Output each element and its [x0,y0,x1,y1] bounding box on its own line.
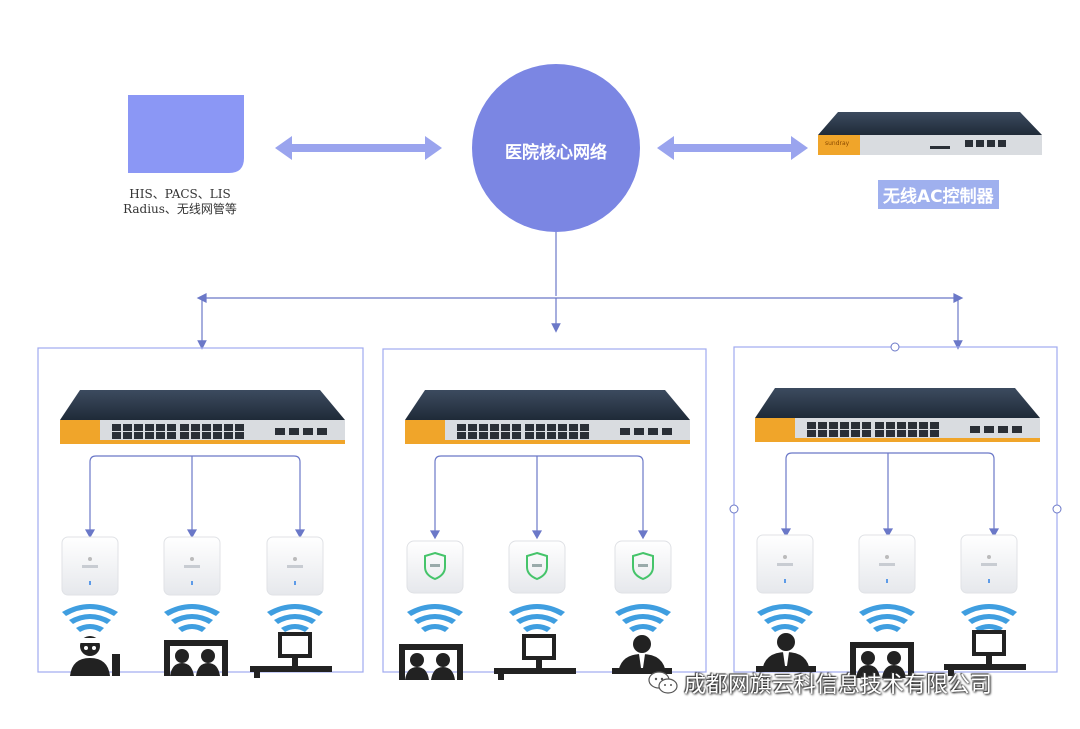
wifi-icon [164,604,220,632]
zone-3-handle-top[interactable] [890,342,900,352]
his-systems-line-1: HIS、PACS、LIS [129,187,231,201]
core-ac-arrow [657,136,808,160]
zone-3-switch [755,388,1040,442]
zone-2-ap-2 [508,540,566,594]
core-network-label: 医院核心网络 [505,143,607,163]
zone-1-ap-links [84,455,306,539]
core-distribution-lines [196,232,964,350]
his-server-box [128,95,244,173]
his-systems-line-2: Radius、无线网管等 [123,202,237,216]
watermark: 成都网旗云科信息技术有限公司 [648,667,992,699]
zone-2-switch [405,390,690,444]
wechat-icon [648,671,678,694]
zone-3-ap-2 [858,534,916,594]
computer-desk-icon [250,632,332,678]
wifi-icon [267,604,323,632]
wifi-icon [62,604,118,632]
zone-3-ap-3 [960,534,1018,594]
core-network-circle [472,64,640,232]
ac-brand-text: sundray [825,140,850,147]
zone-1-switch [60,390,345,444]
his-systems-label: HIS、PACS、LIS Radius、无线网管等 [90,187,270,217]
zone-1-ap-3 [266,536,324,596]
wifi-icon [407,604,463,632]
zone-3-ap-links [780,452,1000,538]
zone-2-ap-links [429,455,649,540]
ac-controller-device [818,112,1042,155]
zone-3-handle-right[interactable] [1052,504,1062,514]
wifi-icon [757,604,813,632]
wifi-icon [615,604,671,632]
watermark-text: 成都网旗云科信息技术有限公司 [684,673,993,698]
zone-3-ap-1 [756,534,814,594]
meeting-icon [164,640,228,676]
doctor-icon [70,636,120,676]
wifi-icon [961,604,1017,632]
ac-controller-label: 无线AC控制器 [878,180,999,209]
wifi-icon [509,604,565,632]
wifi-icon [859,604,915,632]
zone-3-handle-left[interactable] [729,504,739,514]
zone-2-ap-3 [614,540,672,594]
zone-1-ap-2 [163,536,221,596]
his-core-arrow [275,136,442,160]
zone-2-ap-1 [406,540,464,594]
zone-1-ap-1 [61,536,119,596]
